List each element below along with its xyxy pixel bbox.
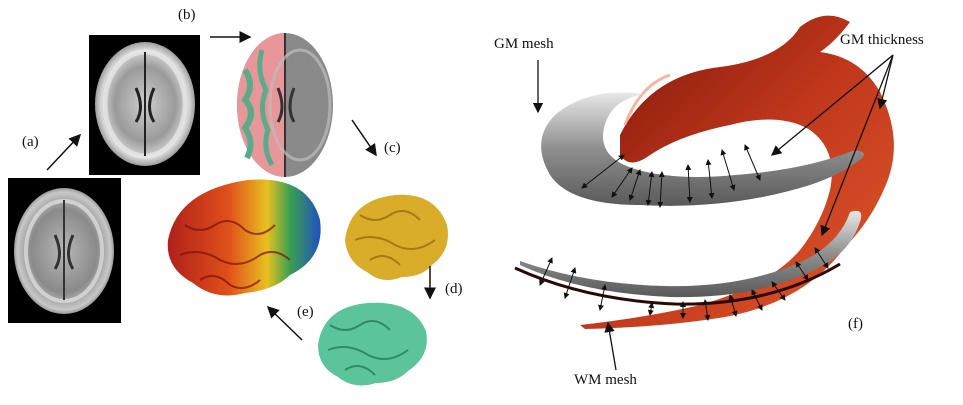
label-gm-mesh: GM mesh: [494, 36, 554, 53]
label-d: (d): [445, 281, 463, 298]
cortical-surface-yellow: [345, 195, 448, 280]
label-f: (f): [848, 316, 863, 333]
label-gm-thickness: GM thickness: [840, 32, 924, 49]
mri-preprocessed-image: [89, 35, 200, 175]
label-e: (e): [297, 304, 314, 321]
cortical-thickness-map: [168, 180, 321, 296]
mri-original-image: [8, 178, 121, 323]
label-a: (a): [22, 134, 39, 151]
cortical-surface-green: [318, 303, 427, 386]
label-b: (b): [178, 7, 196, 24]
segmented-mri-image: [237, 33, 333, 177]
label-c: (c): [384, 140, 401, 157]
label-wm-mesh: WM mesh: [574, 372, 637, 389]
gm-wm-mesh-diagram: [515, 16, 894, 370]
